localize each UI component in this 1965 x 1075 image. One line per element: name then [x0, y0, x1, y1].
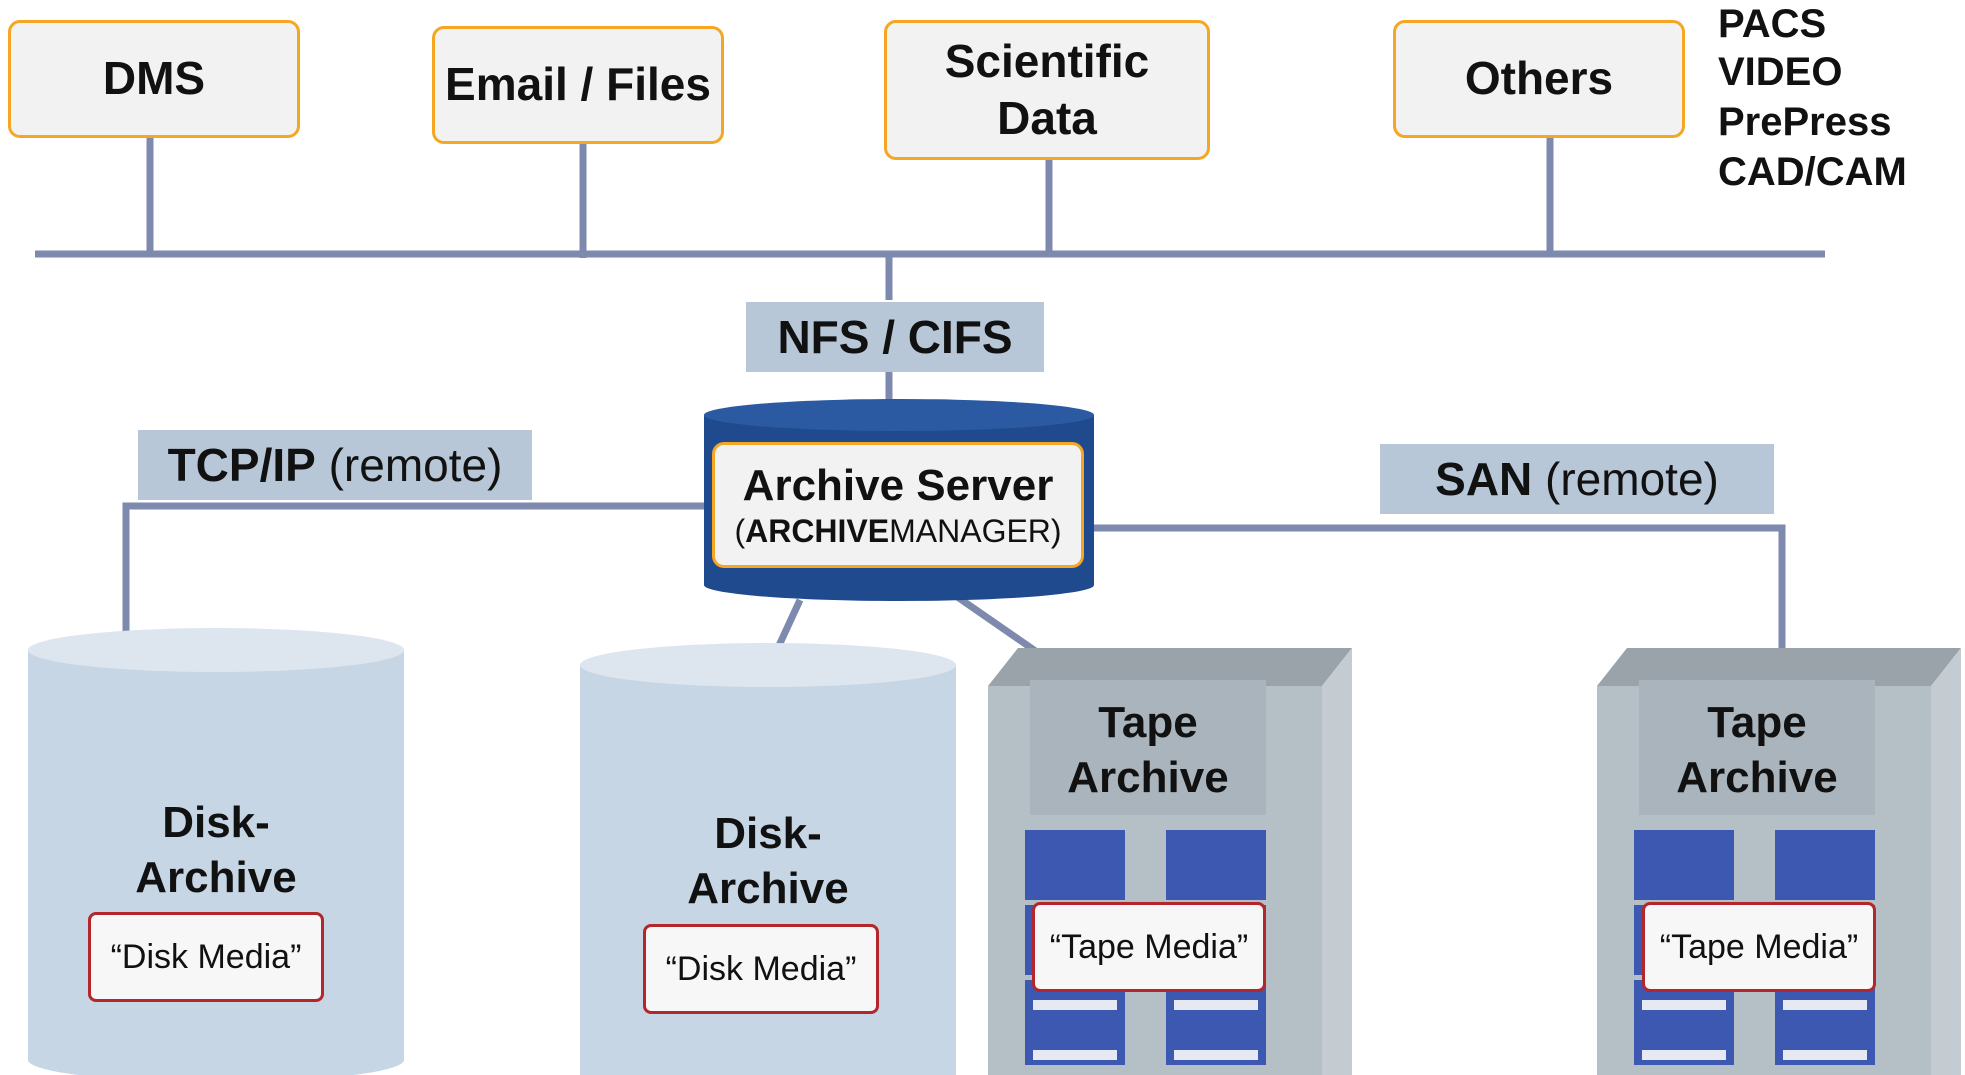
tape-media-box-local: “Tape Media” — [1032, 902, 1266, 992]
tcp-remote-line — [122, 502, 712, 640]
app-box-label: DMS — [102, 52, 206, 105]
tcp-ip-rest: (remote) — [328, 439, 503, 491]
tape-media-text: “Tape Media” — [1659, 927, 1859, 966]
others-list-item: PACS — [1718, 2, 1827, 46]
app-box-others: Others — [1393, 20, 1685, 138]
disk-archive-label-local: Disk- Archive — [612, 806, 924, 916]
disk-media-box-local: “Disk Media” — [643, 924, 879, 1014]
subtitle-open-paren: ( — [734, 513, 746, 549]
disk-label-line1: Disk- — [162, 798, 270, 847]
tape-label-line2: Archive — [1676, 753, 1838, 802]
disk-label-line2: Archive — [687, 864, 849, 913]
archive-server-title: Archive Server — [742, 461, 1054, 510]
tape-archive-label-local: Tape Archive — [1030, 690, 1266, 810]
app-box-label: Email / Files — [445, 58, 711, 111]
san-rest: (remote) — [1545, 453, 1719, 505]
san-label: SAN (remote) — [1380, 444, 1774, 514]
tape-label-line1: Tape — [1707, 698, 1807, 747]
tape-media-box-remote: “Tape Media” — [1642, 902, 1876, 992]
san-remote-line — [1084, 524, 1786, 670]
subtitle-bold: ARCHIVE — [745, 513, 890, 549]
app-box-label-line2: Data — [997, 92, 1097, 144]
disk-media-box-remote: “Disk Media” — [88, 912, 324, 1002]
archive-server-subtitle: (ARCHIVEMANAGER) — [715, 513, 1081, 550]
disk-media-text: “Disk Media” — [665, 949, 857, 988]
app-box-scientific-data: Scientific Data — [884, 20, 1210, 160]
tape-archive-label-remote: Tape Archive — [1639, 690, 1875, 810]
subtitle-rest: MANAGER) — [889, 513, 1062, 549]
tape-label-line1: Tape — [1098, 698, 1198, 747]
others-list-item: VIDEO — [1718, 50, 1843, 94]
app-box-label-line1: Scientific — [944, 34, 1150, 87]
disk-archive-label-remote: Disk- Archive — [60, 795, 372, 905]
tcp-ip-bold: TCP/IP — [167, 439, 316, 491]
disk-media-text: “Disk Media” — [110, 937, 302, 976]
tape-media-text: “Tape Media” — [1049, 927, 1249, 966]
tape-label-line2: Archive — [1067, 753, 1229, 802]
app-box-email-files: Email / Files — [432, 26, 724, 144]
archive-server-card: Archive Server (ARCHIVEMANAGER) — [712, 442, 1084, 568]
disk-label-line2: Archive — [135, 853, 297, 902]
disk-label-line1: Disk- — [714, 809, 822, 858]
nfs-cifs-text: NFS / CIFS — [777, 311, 1013, 363]
others-list-item: CAD/CAM — [1718, 150, 1907, 194]
nfs-cifs-label: NFS / CIFS — [746, 302, 1044, 372]
tape-cabinet-remote — [1597, 648, 1961, 1075]
san-bold: SAN — [1435, 453, 1533, 505]
others-list-item: PrePress — [1718, 100, 1892, 144]
tcp-ip-label: TCP/IP (remote) — [138, 430, 532, 500]
app-box-label: Others — [1464, 52, 1614, 105]
app-box-dms: DMS — [8, 20, 300, 138]
